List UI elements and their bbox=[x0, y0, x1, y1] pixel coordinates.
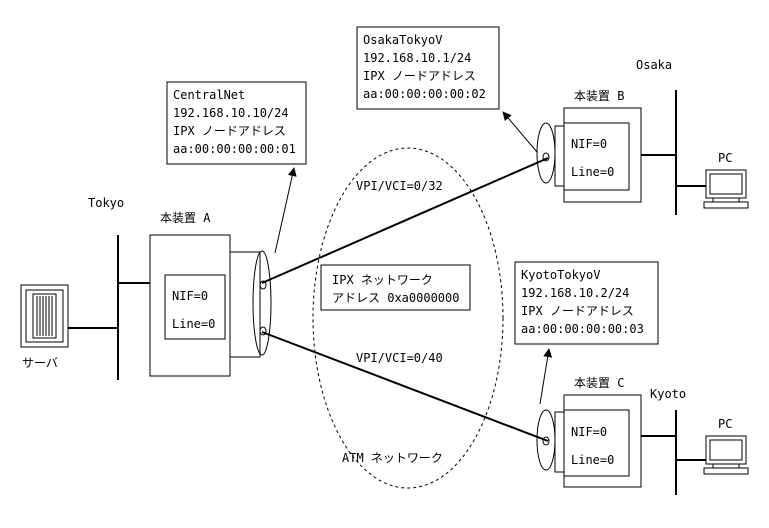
device-a-port-b bbox=[259, 280, 267, 290]
node-kyoto-box: KyotoTokyoV 192.168.10.2/24 IPX ノードアドレス … bbox=[514, 261, 659, 345]
ipx-network-line1: IPX ネットワーク bbox=[332, 273, 433, 287]
device-a-name: 本装置 A bbox=[160, 211, 211, 225]
node-central-ipx-label: IPX ノードアドレス bbox=[173, 124, 286, 138]
node-osaka-ipx-label: IPX ノードアドレス bbox=[363, 69, 476, 83]
link-a-to-b bbox=[261, 157, 549, 284]
atm-network-label: ATM ネットワーク bbox=[342, 451, 443, 465]
node-kyoto-ip: 192.168.10.2/24 bbox=[521, 286, 629, 300]
device-c-line: Line=0 bbox=[571, 453, 614, 467]
node-osaka-box: OsakaTokyoV 192.168.10.1/24 IPX ノードアドレス … bbox=[356, 26, 500, 110]
site-kyoto-label: Kyoto bbox=[650, 387, 686, 401]
node-kyoto-name: KyotoTokyoV bbox=[521, 268, 600, 282]
node-osaka-name: OsakaTokyoV bbox=[363, 33, 442, 47]
device-a-port-c bbox=[259, 326, 267, 336]
device-a-line: Line=0 bbox=[172, 317, 215, 331]
pc-icon bbox=[703, 435, 749, 475]
node-central-box: CentralNet 192.168.10.10/24 IPX ノードアドレス … bbox=[166, 81, 307, 165]
osaka-arrow bbox=[502, 111, 538, 153]
device-b: 本装置 B NIF=0 Line=0 bbox=[536, 89, 642, 203]
link-a-to-b-label: VPI/VCI=0/32 bbox=[356, 179, 443, 193]
site-tokyo-label: Tokyo bbox=[88, 196, 124, 210]
device-c-interface bbox=[536, 409, 556, 471]
ipx-network-line2: アドレス 0xa0000000 bbox=[332, 291, 459, 305]
central-arrow bbox=[274, 167, 297, 254]
device-b-port bbox=[542, 152, 550, 162]
atm-network-cloud bbox=[312, 147, 504, 489]
node-osaka-ip: 192.168.10.1/24 bbox=[363, 51, 471, 65]
node-central-ip: 192.168.10.10/24 bbox=[173, 106, 289, 120]
device-c-nif: NIF=0 bbox=[571, 425, 607, 439]
device-b-nif: NIF=0 bbox=[571, 137, 607, 151]
device-b-name: 本装置 B bbox=[574, 89, 624, 103]
pc-icon bbox=[703, 169, 749, 209]
device-c-port bbox=[542, 436, 550, 446]
server-icon bbox=[20, 284, 69, 348]
link-a-to-c bbox=[261, 331, 549, 442]
node-kyoto-ipx-addr: aa:00:00:00:00:03 bbox=[521, 322, 644, 336]
pc-osaka-label: PC bbox=[718, 151, 732, 165]
ipx-network-box: IPX ネットワーク アドレス 0xa0000000 bbox=[320, 264, 471, 311]
node-osaka-ipx-addr: aa:00:00:00:00:02 bbox=[363, 87, 486, 101]
node-central-name: CentralNet bbox=[173, 88, 245, 102]
device-b-line: Line=0 bbox=[571, 165, 614, 179]
pc-kyoto-label: PC bbox=[718, 417, 732, 431]
node-kyoto-ipx-label: IPX ノードアドレス bbox=[521, 304, 634, 318]
device-c: 本装置 C NIF=0 Line=0 bbox=[536, 376, 642, 488]
device-b-interface bbox=[536, 122, 556, 184]
kyoto-arrow bbox=[539, 348, 553, 405]
device-a-interface bbox=[252, 250, 272, 356]
device-a: 本装置 A NIF=0 Line=0 bbox=[149, 211, 272, 377]
device-c-name: 本装置 C bbox=[574, 376, 624, 390]
node-central-ipx-addr: aa:00:00:00:00:01 bbox=[173, 142, 296, 156]
server-label: サーバ bbox=[22, 356, 58, 370]
link-a-to-c-label: VPI/VCI=0/40 bbox=[356, 351, 443, 365]
device-a-nif: NIF=0 bbox=[172, 289, 208, 303]
site-osaka-label: Osaka bbox=[636, 58, 672, 72]
